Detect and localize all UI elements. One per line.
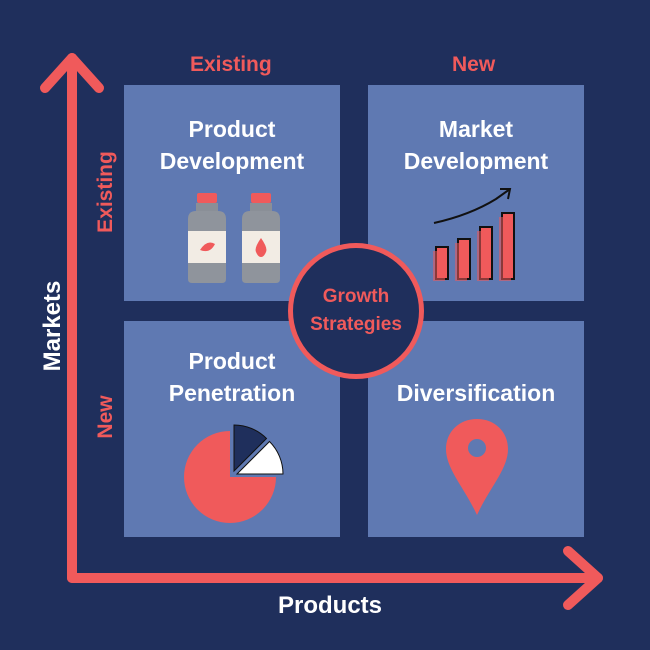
column-label-existing: Existing: [190, 53, 272, 76]
y-axis-arrowhead: [40, 53, 104, 93]
quadrant-title-line1: Diversification: [396, 380, 556, 406]
y-axis-label: Markets: [39, 280, 66, 372]
quadrant-title-line2: Development: [403, 148, 549, 174]
row-label-new: New: [94, 395, 117, 439]
x-axis-arrowhead: [563, 546, 603, 610]
bottles-icon: [188, 193, 280, 283]
quadrant-title: Product Development: [124, 113, 340, 177]
growth-chart-icon: [433, 188, 515, 281]
quadrant-title: Market Development: [368, 113, 584, 177]
quadrant-title-line1: Market: [438, 116, 514, 142]
center-label-line2: Strategies: [310, 314, 402, 335]
quadrant-title: Product Penetration: [124, 345, 340, 409]
center-circle-growth-strategies: Growth Strategies: [288, 243, 424, 379]
quadrant-title-line1: Product: [188, 116, 276, 142]
quadrant-title-line2: Development: [159, 148, 305, 174]
quadrant-title-line1: Product: [188, 348, 276, 374]
center-label-line1: Growth: [322, 286, 390, 307]
pie-chart-icon: [184, 424, 284, 523]
location-pin-icon: [446, 419, 508, 515]
quadrant-product-penetration: Product Penetration: [124, 321, 340, 537]
x-axis-label: Products: [278, 592, 383, 619]
quadrant-title-line2: Penetration: [168, 380, 296, 406]
row-label-existing: Existing: [94, 151, 117, 233]
column-label-new: New: [452, 53, 496, 76]
quadrant-product-development: Product Development: [124, 85, 340, 301]
quadrant-title: Diversification: [368, 377, 584, 409]
